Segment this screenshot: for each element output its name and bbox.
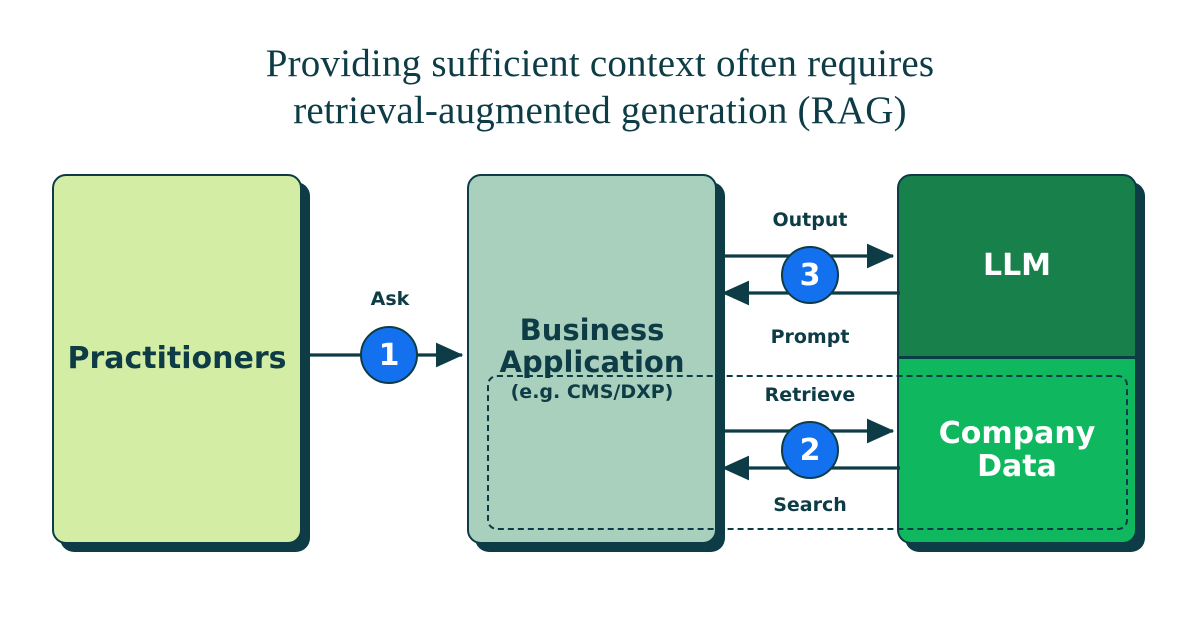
arrow-label-ask: Ask [370, 288, 410, 310]
page-title: Providing sufficient context often requi… [0, 40, 1200, 134]
node-llm[interactable]: LLM [897, 174, 1137, 358]
company-data-label-line-1: Company [938, 416, 1096, 452]
step-badge-3[interactable]: 3 [781, 246, 839, 304]
arrow-label-retrieve: Retrieve [764, 384, 856, 406]
business-application-sublabel: (e.g. CMS/DXP) [510, 380, 674, 403]
company-data-label: Company Data [938, 416, 1096, 484]
business-application-label: Business Application [499, 313, 685, 379]
arrow-label-output: Output [772, 209, 848, 231]
step-badge-1[interactable]: 1 [360, 326, 418, 384]
company-data-label-line-2: Data [977, 448, 1057, 484]
node-business-application[interactable]: Business Application (e.g. CMS/DXP) [467, 174, 717, 544]
llm-label: LLM [982, 247, 1052, 283]
business-application-label-line-2: Application [499, 344, 685, 379]
page-title-line-2: retrieval-augmented generation (RAG) [293, 89, 907, 132]
arrow-label-search: Search [773, 494, 847, 516]
page-title-line-1: Providing sufficient context often requi… [265, 42, 935, 85]
node-company-data[interactable]: Company Data [897, 358, 1137, 544]
arrow-label-prompt: Prompt [770, 326, 850, 348]
business-application-label-line-1: Business [519, 313, 665, 348]
practitioners-label: Practitioners [67, 340, 287, 376]
node-practitioners[interactable]: Practitioners [52, 174, 302, 544]
step-badge-2[interactable]: 2 [781, 421, 839, 479]
